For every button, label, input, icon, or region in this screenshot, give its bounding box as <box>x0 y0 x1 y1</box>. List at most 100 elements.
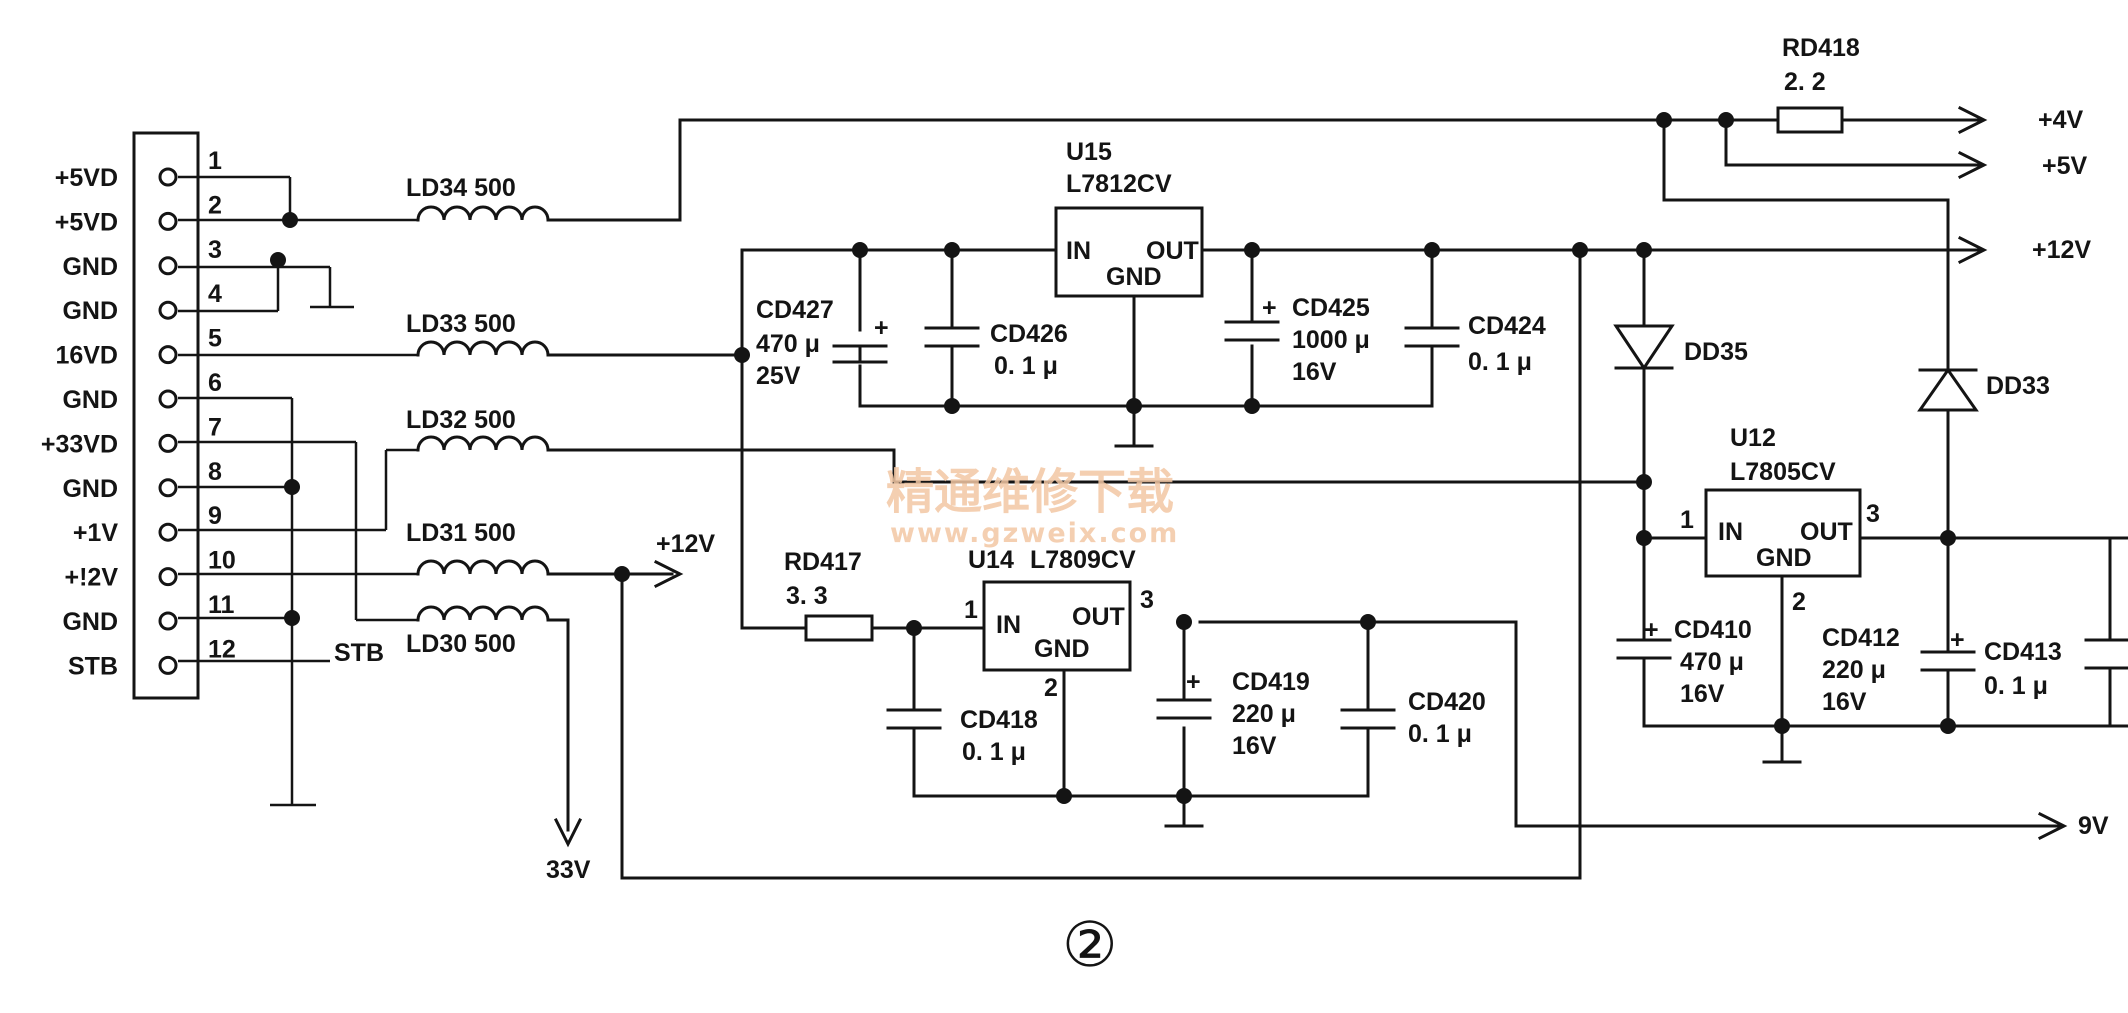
resistor-rd418: RD418 2. 2 <box>1776 34 1860 134</box>
connector-pin-number: 1 <box>208 147 222 175</box>
cd425-voltage: 16V <box>1292 358 1337 386</box>
cd418-value: 0. 1 μ <box>962 738 1026 766</box>
connector-pins: +5VD1+5VD2GND3GND416VD5GND6+33VD7GND8+1V… <box>41 147 236 680</box>
connector-pin-number: 11 <box>208 591 235 619</box>
regulator-u12: IN OUT GND U12 L7805CV 1 2 3 <box>1680 424 1880 616</box>
connector-pin-9 <box>158 522 178 542</box>
u12-pin-gnd: 2 <box>1792 588 1806 616</box>
connector-pin-label: STB <box>68 652 118 680</box>
cd419-voltage: 16V <box>1232 732 1277 760</box>
connector-pin-12 <box>158 655 178 675</box>
ld34-label: LD34 500 <box>406 174 516 202</box>
cd419-plus: + <box>1186 668 1201 696</box>
u12-part: L7805CV <box>1730 458 1836 486</box>
watermark-cn: 精通维修下载 <box>886 464 1174 520</box>
capacitor-cd410: + CD410 470 μ 16V <box>1616 616 1752 708</box>
output-12v-mid: +12V <box>656 530 715 558</box>
capacitor-cd420: CD420 0. 1 μ <box>1340 688 1486 748</box>
inductor-ld32: LD32 500 <box>406 406 550 452</box>
u14-pin-gnd: 2 <box>1044 674 1058 702</box>
figure-number: ② <box>1062 908 1118 981</box>
output-33v: 33V <box>546 856 591 884</box>
cd427-ref: CD427 <box>756 296 834 324</box>
connector-pin-number: 4 <box>208 280 222 308</box>
cd412-ref: CD412 <box>1822 624 1900 652</box>
cd425-value: 1000 μ <box>1292 326 1370 354</box>
connector-pin-number: 8 <box>208 458 222 486</box>
cd419-ref: CD419 <box>1232 668 1310 696</box>
dd35-label: DD35 <box>1684 338 1748 366</box>
connector-pin-1 <box>158 167 178 187</box>
u12-pin-out: 3 <box>1866 500 1880 528</box>
connector-pin-label: 16VD <box>55 342 118 370</box>
cd420-value: 0. 1 μ <box>1408 720 1472 748</box>
capacitor-cd427: + CD427 470 μ 25V <box>756 296 889 390</box>
output-4v: +4V <box>2038 106 2084 134</box>
cd426-value: 0. 1 μ <box>994 352 1058 380</box>
capacitor-cd413: + CD413 0. 1 μ <box>1920 626 2062 700</box>
cd410-plus: + <box>1644 616 1659 644</box>
connector-pin-number: 6 <box>208 369 222 397</box>
connector-pin-label: +1V <box>73 519 119 547</box>
cd427-voltage: 25V <box>756 362 801 390</box>
wires <box>546 118 2128 880</box>
connector-pin-number: 5 <box>208 325 222 353</box>
rd418-value: 2. 2 <box>1784 68 1826 96</box>
cd420-ref: CD420 <box>1408 688 1486 716</box>
connector-pin-11 <box>158 611 178 631</box>
u14-pin-in: 1 <box>964 596 978 624</box>
connector-pin-number: 10 <box>208 547 236 575</box>
ld32-label: LD32 500 <box>406 406 516 434</box>
output-5v: +5V <box>2042 152 2088 180</box>
connector-pin-number: 3 <box>208 236 222 264</box>
cd424-ref: CD424 <box>1468 312 1546 340</box>
connector-dots <box>270 212 300 626</box>
u12-pin-in: 1 <box>1680 506 1694 534</box>
connector-pin-5 <box>158 345 178 365</box>
connector-body <box>132 131 200 700</box>
connector-pin-label: +5VD <box>55 164 118 192</box>
cd424-value: 0. 1 μ <box>1468 348 1532 376</box>
u15-ref: U15 <box>1066 138 1112 166</box>
cd410-voltage: 16V <box>1680 680 1725 708</box>
connector-pin-3 <box>158 256 178 276</box>
connector-leads <box>178 175 418 807</box>
capacitor-cd426: CD426 0. 1 μ <box>924 320 1068 380</box>
inductor-ld33: LD33 500 <box>406 310 550 357</box>
u15-part: L7812CV <box>1066 170 1172 198</box>
connector-pin-4 <box>158 300 178 320</box>
output-9v: 9V <box>2078 812 2109 840</box>
connector-pin-6 <box>158 389 178 409</box>
u14-gnd: GND <box>1034 635 1090 663</box>
watermark-url: www.gzweix.com <box>890 518 1179 549</box>
connector-pin-label: GND <box>62 608 118 636</box>
capacitor-cd419: + CD419 220 μ 16V <box>1156 668 1310 760</box>
output-arrows <box>553 105 2068 848</box>
capacitor-cd412: CD412 220 μ 16V <box>1822 624 1900 716</box>
junction-dots <box>614 112 1956 804</box>
cd418-ref: CD418 <box>960 706 1038 734</box>
connector-pin-number: 2 <box>208 191 222 219</box>
resistor-rd417: RD417 3. 3 <box>784 548 874 642</box>
diode-dd33: DD33 <box>1917 367 2050 412</box>
connector-pin-2 <box>158 211 178 231</box>
u15-in: IN <box>1066 237 1091 265</box>
ld33-label: LD33 500 <box>406 310 516 338</box>
u12-out: OUT <box>1800 518 1853 546</box>
connector-pin-label: GND <box>62 297 118 325</box>
cd425-plus: + <box>1262 294 1277 322</box>
capacitor-cd425: + CD425 1000 μ 16V <box>1224 294 1370 386</box>
dd33-label: DD33 <box>1986 372 2050 400</box>
u14-out: OUT <box>1072 603 1125 631</box>
cd410-ref: CD410 <box>1674 616 1752 644</box>
cd412-voltage: 16V <box>1822 688 1867 716</box>
connector: +5VD1+5VD2GND3GND416VD5GND6+33VD7GND8+1V… <box>41 131 236 700</box>
rd417-ref: RD417 <box>784 548 862 576</box>
connector-pin-7 <box>158 433 178 453</box>
connector-pin-number: 12 <box>208 635 236 663</box>
diode-dd35: DD35 <box>1613 324 1748 371</box>
inductor-ld31: LD31 500 <box>406 519 550 576</box>
regulator-u14: IN OUT GND U14 L7809CV 1 2 3 <box>964 546 1154 702</box>
cd427-value: 470 μ <box>756 330 820 358</box>
